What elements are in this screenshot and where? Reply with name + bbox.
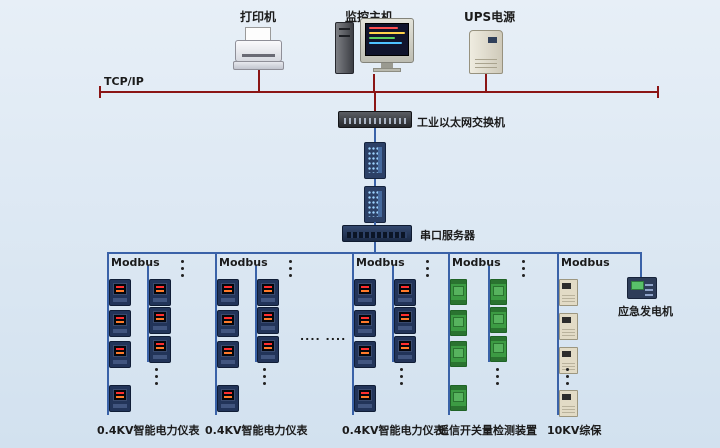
media-converter-icon <box>364 142 386 179</box>
power-meter-icon <box>109 279 131 306</box>
host-drop-line <box>373 74 375 92</box>
ups-drop-line <box>485 74 487 92</box>
continuation-dots <box>400 368 403 389</box>
generator-controller-icon <box>627 277 657 299</box>
modbus-label: Modbus <box>219 256 268 269</box>
generator-branch-line <box>640 252 642 278</box>
power-meter-icon <box>257 307 279 334</box>
serial-server-label: 串口服务器 <box>420 229 475 242</box>
power-meter-icon <box>149 307 171 334</box>
power-meter-icon <box>109 385 131 412</box>
power-meter-icon <box>257 279 279 306</box>
modbus-branch-line <box>352 252 354 415</box>
modbus-branch-line-2 <box>392 266 394 362</box>
power-meter-icon <box>109 341 131 368</box>
continuation-dots <box>181 260 184 281</box>
switch-label: 工业以太网交换机 <box>417 116 505 129</box>
switch-to-converter-line <box>374 128 376 143</box>
modbus-branch-line <box>107 252 109 415</box>
protection-relay-icon <box>559 279 578 306</box>
power-meter-icon <box>354 341 376 368</box>
modbus-label: Modbus <box>452 256 501 269</box>
io-module-icon <box>450 341 467 367</box>
printer-label: 打印机 <box>240 10 277 24</box>
continuation-dots <box>566 368 569 389</box>
media-converter-icon-2 <box>364 186 386 223</box>
converter-to-serial-line <box>374 222 376 226</box>
power-meter-icon <box>217 310 239 337</box>
power-meter-icon <box>149 279 171 306</box>
modbus-bus-line <box>107 252 641 254</box>
modbus-branch-line-2 <box>255 266 257 362</box>
power-meter-icon <box>354 279 376 306</box>
ethernet-switch-icon <box>338 111 412 128</box>
power-meter-icon <box>257 336 279 363</box>
continuation-dots <box>522 260 525 281</box>
monitor-host-icon <box>333 18 415 78</box>
power-meter-icon <box>394 279 416 306</box>
power-meter-icon <box>394 336 416 363</box>
group-label: 0.4KV智能电力仪表 <box>342 424 445 437</box>
serial-server-icon <box>342 225 412 242</box>
io-module-icon <box>490 336 507 362</box>
ups-icon <box>469 30 503 74</box>
continuation-dots <box>426 260 429 281</box>
protection-relay-icon <box>559 313 578 340</box>
modbus-label: Modbus <box>561 256 610 269</box>
modbus-label: Modbus <box>111 256 160 269</box>
modbus-branch-line <box>215 252 217 415</box>
protection-relay-icon <box>559 347 578 374</box>
modbus-branch-line-2 <box>147 266 149 362</box>
group-label: 0.4KV智能电力仪表 <box>205 424 308 437</box>
tcpip-backbone-line <box>100 91 658 93</box>
continuation-dots <box>263 368 266 389</box>
continuation-dots <box>496 368 499 389</box>
modbus-label: Modbus <box>356 256 405 269</box>
crt-monitor-icon <box>360 18 414 63</box>
power-meter-icon <box>217 341 239 368</box>
protection-relay-icon <box>559 390 578 417</box>
backbone-endcap-right <box>657 86 659 98</box>
io-module-icon <box>450 279 467 305</box>
continuation-dots <box>289 260 292 281</box>
printer-icon <box>233 27 285 73</box>
group-label: 遥信开关量检测装置 <box>438 424 537 437</box>
converter-link-line <box>374 179 376 186</box>
backbone-to-switch-line <box>374 93 376 111</box>
group-label: 0.4KV智能电力仪表 <box>97 424 200 437</box>
serial-to-bus-line <box>374 242 376 252</box>
printer-drop-line <box>258 70 260 92</box>
power-meter-icon <box>354 385 376 412</box>
backbone-endcap-left <box>99 86 101 98</box>
modbus-branch-line-2 <box>488 266 490 362</box>
tcpip-label: TCP/IP <box>104 75 144 88</box>
computer-tower-icon <box>335 22 354 74</box>
continuation-dots-horizontal: .... .... <box>300 330 347 343</box>
group-label: 10KV综保 <box>547 424 602 437</box>
io-module-icon <box>450 310 467 336</box>
power-meter-icon <box>394 307 416 334</box>
ups-label: UPS电源 <box>464 10 516 24</box>
io-module-icon <box>450 385 467 411</box>
continuation-dots <box>155 368 158 389</box>
io-module-icon <box>490 307 507 333</box>
power-meter-icon <box>354 310 376 337</box>
power-meter-icon <box>149 336 171 363</box>
power-meter-icon <box>217 279 239 306</box>
power-meter-icon <box>109 310 131 337</box>
power-meter-icon <box>217 385 239 412</box>
io-module-icon <box>490 279 507 305</box>
generator-label: 应急发电机 <box>618 305 673 318</box>
modbus-branch-line <box>448 252 450 415</box>
modbus-branch-line <box>557 252 559 415</box>
